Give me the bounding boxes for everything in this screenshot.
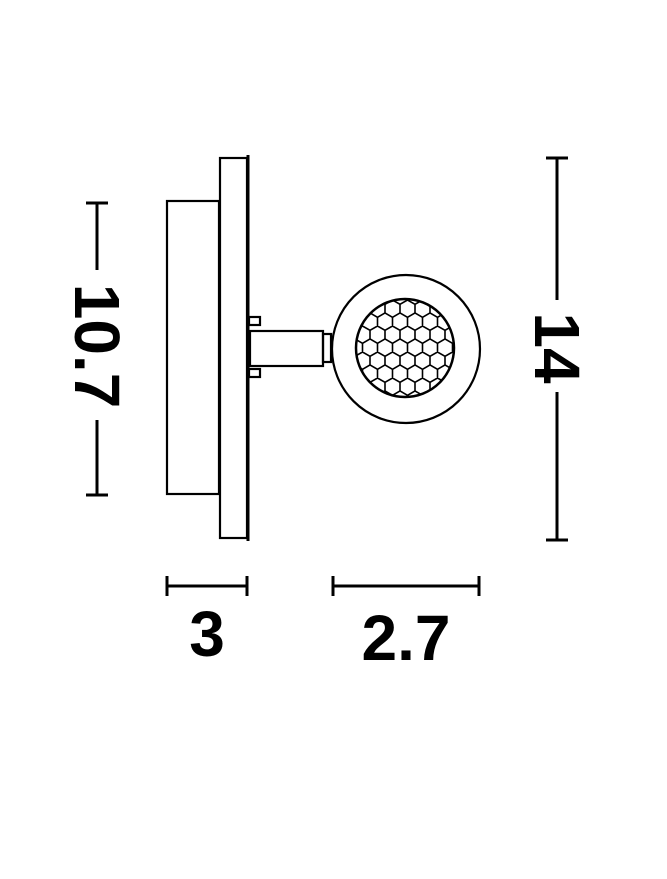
dim-line-left	[86, 201, 108, 497]
spot-head	[330, 273, 482, 425]
arm-connector	[321, 332, 333, 364]
dim-line-right	[546, 156, 568, 542]
dim-label-total-height: 14	[521, 312, 593, 384]
arm	[248, 329, 325, 368]
honeycomb-lens	[354, 297, 456, 399]
back-box	[165, 199, 221, 496]
dim-label-base-depth: 3	[189, 598, 225, 670]
dim-label-backbox-height: 10.7	[61, 284, 133, 409]
mount-tab-bottom	[247, 367, 262, 379]
dim-label-head-depth: 2.7	[362, 602, 451, 674]
wall-plate	[218, 156, 249, 540]
dim-line-base	[165, 576, 249, 596]
mount-tab-top	[247, 315, 262, 327]
dim-line-head	[331, 576, 481, 596]
